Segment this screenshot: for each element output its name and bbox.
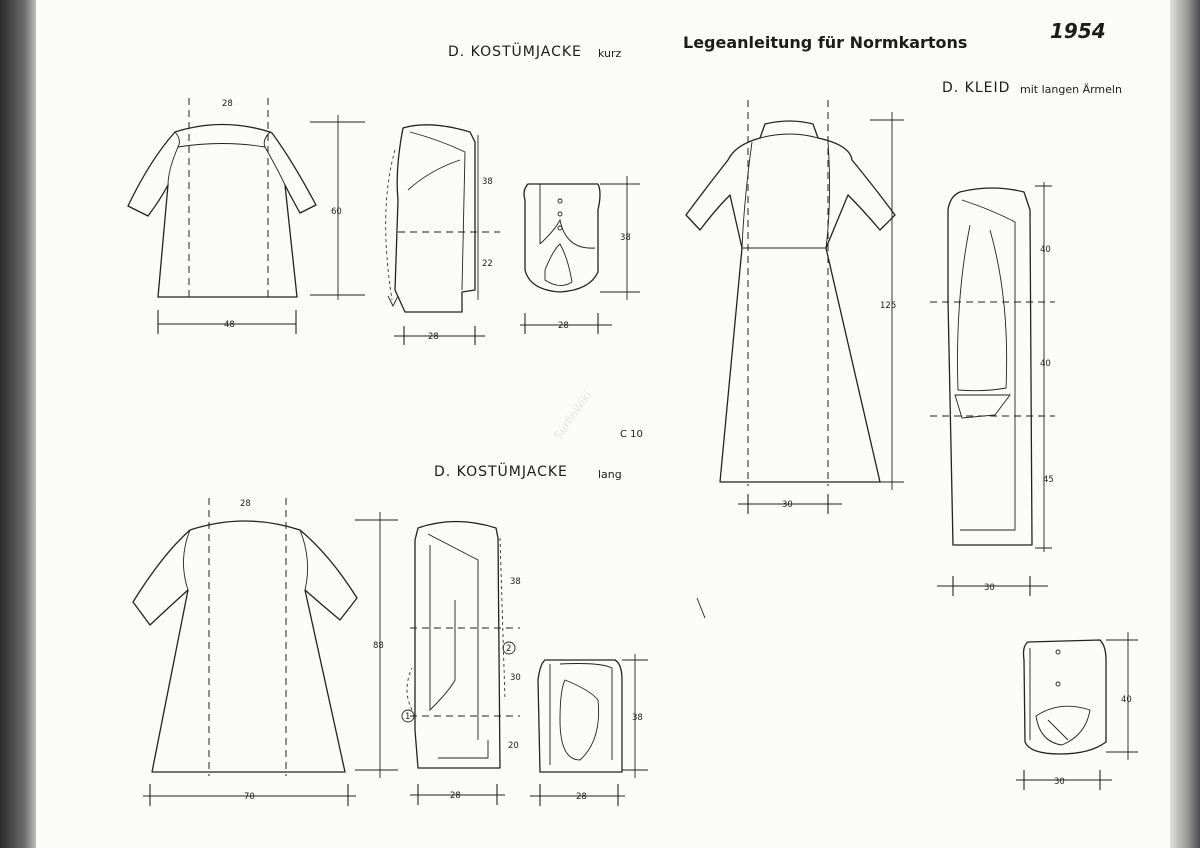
jacket-long-fold: 1 2 38 30 20 28	[401, 520, 521, 805]
dim-fold1-width: 28	[428, 332, 439, 342]
dim-long-box-width: 28	[576, 792, 587, 802]
dress-label: D. KLEID	[942, 80, 1010, 96]
dim-body-width: 48	[224, 320, 235, 330]
dim-long-fold-width: 28	[450, 791, 461, 801]
dim-shoulder-width: 28	[222, 99, 233, 109]
page-code: C 10	[620, 429, 643, 440]
jacket-long-qualifier: lang	[598, 468, 622, 481]
book-spine	[0, 0, 40, 848]
dim-long-fold-lower: 20	[508, 741, 519, 751]
dress-box-view: 40 30	[1016, 632, 1138, 790]
jacket-long-flat-view: 28 88 70	[132, 498, 398, 806]
page-title: Legeanleitung für Normkartons	[683, 33, 967, 52]
dress-qualifier: mit langen Ärmeln	[1020, 83, 1122, 96]
jacket-long-section: D. KOSTÜMJACKE lang 28 88 70	[132, 462, 648, 806]
pattern-sheet: Legeanleitung für Normkartons 1954 C 10 …	[36, 0, 1170, 848]
dim-box-height: 38	[620, 233, 631, 243]
dim-long-length: 88	[373, 641, 384, 651]
dim-fold1-upper: 38	[482, 177, 493, 187]
dim-dress-length: 125	[880, 301, 896, 311]
jacket-long-box-view: 38 28	[530, 654, 648, 806]
jacket-short-box-view: 38 28	[520, 176, 640, 334]
dim-dress-fold-width: 30	[984, 583, 995, 593]
jacket-short-fold-1: 38 22 28	[385, 124, 500, 345]
jacket-short-section: D. KOSTÜMJACKE kurz 28 60 48	[127, 42, 640, 345]
dim-dress-fold-mid: 40	[1040, 359, 1051, 369]
dress-flat-view: 125 30	[685, 100, 904, 514]
jacket-short-qualifier: kurz	[598, 47, 622, 60]
dim-long-fold-upper: 38	[510, 577, 521, 587]
folding-diagram: Legeanleitung für Normkartons 1954 C 10 …	[127, 19, 1138, 806]
dim-dress-box-height: 40	[1121, 695, 1132, 705]
dim-long-box-height: 38	[632, 713, 643, 723]
dim-long-fold-mid: 30	[510, 673, 521, 683]
dim-fold1-lower: 22	[482, 259, 493, 269]
step-2-badge: 2	[506, 644, 511, 654]
jacket-short-flat-view: 28 60 48	[127, 98, 365, 334]
dim-length: 60	[331, 207, 342, 217]
dim-box-width: 28	[558, 321, 569, 331]
year-label: 1954	[1050, 19, 1106, 43]
page-edge	[1168, 0, 1200, 848]
dim-dress-width: 30	[782, 500, 793, 510]
dim-dress-box-width: 30	[1054, 777, 1065, 787]
dress-section: D. KLEID mit langen Ärmeln 125 30	[685, 80, 1138, 790]
pencil-mark	[696, 597, 706, 619]
jacket-long-label: D. KOSTÜMJACKE	[434, 462, 568, 480]
jacket-short-label: D. KOSTÜMJACKE	[448, 42, 582, 60]
watermark: SurfinWiki	[552, 389, 594, 442]
dim-dress-fold-upper: 40	[1040, 245, 1051, 255]
dim-long-body-width: 70	[244, 792, 255, 802]
dim-dress-fold-lower: 45	[1043, 475, 1054, 485]
dim-long-shoulder-width: 28	[240, 499, 251, 509]
step-1-badge: 1	[405, 712, 410, 722]
dress-fold: 40 40 45 30	[930, 182, 1055, 596]
